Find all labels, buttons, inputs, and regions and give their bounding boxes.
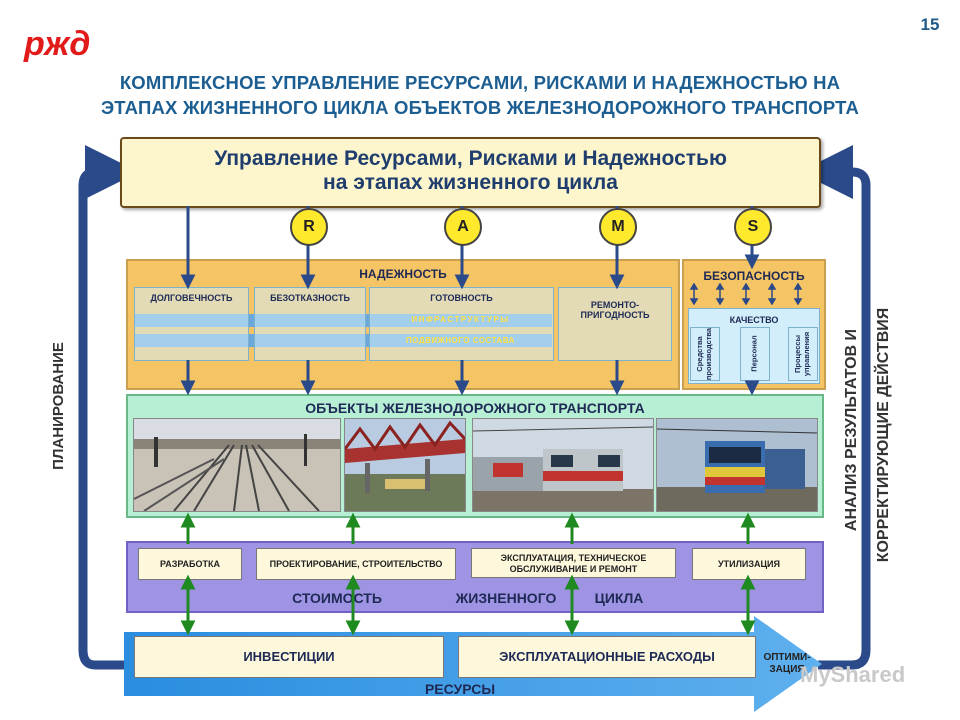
- disposal-stage: УТИЛИЗАЦИЯ: [692, 548, 806, 580]
- lifecycle-title-word1: СТОИМОСТЬ: [292, 590, 382, 606]
- rams-circle-s: S: [734, 208, 772, 246]
- reliability-title: НАДЕЖНОСТЬ: [359, 267, 447, 281]
- availability-card: ГОТОВНОСТЬ: [369, 287, 554, 361]
- rams-circle-r: R: [290, 208, 328, 246]
- management-box-line2: на этапах жизненного цикла: [323, 171, 618, 194]
- rolling-stock-label: ПОДВИЖНОГО СОСТАВА: [406, 336, 515, 345]
- page-title-line2: ЭТАПАХ ЖИЗНЕННОГО ЦИКЛА ОБЪЕКТОВ ЖЕЛЕЗНО…: [100, 97, 860, 118]
- locomotive-photo-1: [472, 418, 654, 512]
- management-box-line1: Управление Ресурсами, Рисками и Надежнос…: [214, 147, 727, 170]
- maintainability-label: РЕМОНТО- ПРИГОДНОСТЬ: [580, 300, 650, 320]
- reliability-card: БЕЗОТКАЗНОСТЬ: [254, 287, 366, 361]
- page-title-line1: КОМПЛЕКСНОЕ УПРАВЛЕНИЕ РЕСУРСАМИ, РИСКАМ…: [119, 72, 841, 93]
- optimization-label: ОПТИМИ- ЗАЦИЯ: [763, 652, 811, 675]
- safety-double-arrows: [689, 283, 803, 305]
- operating-costs-box: ЭКСПЛУАТАЦИОННЫЕ РАСХОДЫ: [458, 636, 756, 678]
- rams-circle-m: M: [599, 208, 637, 246]
- locomotive-photo-2: [656, 418, 818, 512]
- rzd-logo: ржд: [22, 22, 106, 63]
- management-processes-box: [788, 327, 818, 381]
- operation-maintenance-stage: ЭКСПЛУАТАЦИЯ, ТЕХНИЧЕСКОЕ ОБСЛУЖИВАНИЕ И…: [471, 548, 676, 578]
- page-number: 15: [920, 15, 940, 34]
- durability-label: ДОЛГОВЕЧНОСТЬ: [150, 293, 233, 303]
- lifecycle-title-word3: ЦИКЛА: [594, 590, 644, 606]
- planning-label: ПЛАНИРОВАНИЕ: [50, 342, 67, 470]
- bridge-construction-photo: [344, 418, 466, 512]
- means-of-production-box: [690, 327, 720, 381]
- watermark: MyShared: [800, 662, 906, 687]
- resources-title: РЕСУРСЫ: [424, 681, 496, 697]
- investments-box: ИНВЕСТИЦИИ: [134, 636, 444, 678]
- availability-label: ГОТОВНОСТЬ: [430, 293, 493, 303]
- quality-title: КАЧЕСТВО: [729, 315, 779, 325]
- design-construction-stage: ПРОЕКТИРОВАНИЕ, СТРОИТЕЛЬСТВО: [256, 548, 456, 580]
- management-box: Управление Ресурсами, Рисками и Надежнос…: [120, 137, 821, 208]
- corrective-actions-label: КОРРЕКТИРУЮЩИЕ ДЕЙСТВИЯ: [875, 307, 892, 563]
- lifecycle-title-word2: ЖИЗНЕННОГО: [455, 590, 557, 606]
- rams-circle-a: A: [444, 208, 482, 246]
- analysis-label: АНАЛИЗ РЕЗУЛЬТАТОВ И: [843, 328, 860, 532]
- faultless-label: БЕЗОТКАЗНОСТЬ: [270, 293, 350, 303]
- infrastructure-label: ИНФРАСТРУКТУРЫ: [411, 315, 510, 324]
- track-switches-photo: [133, 418, 341, 512]
- durability-card: ДОЛГОВЕЧНОСТЬ: [134, 287, 249, 361]
- railway-objects-title: ОБЪЕКТЫ ЖЕЛЕЗНОДОРОЖНОГО ТРАНСПОРТА: [305, 400, 645, 416]
- svg-text:ржд: ржд: [23, 25, 90, 62]
- maintainability-card: РЕМОНТО- ПРИГОДНОСТЬ: [558, 287, 672, 361]
- safety-title: БЕЗОПАСНОСТЬ: [703, 269, 805, 283]
